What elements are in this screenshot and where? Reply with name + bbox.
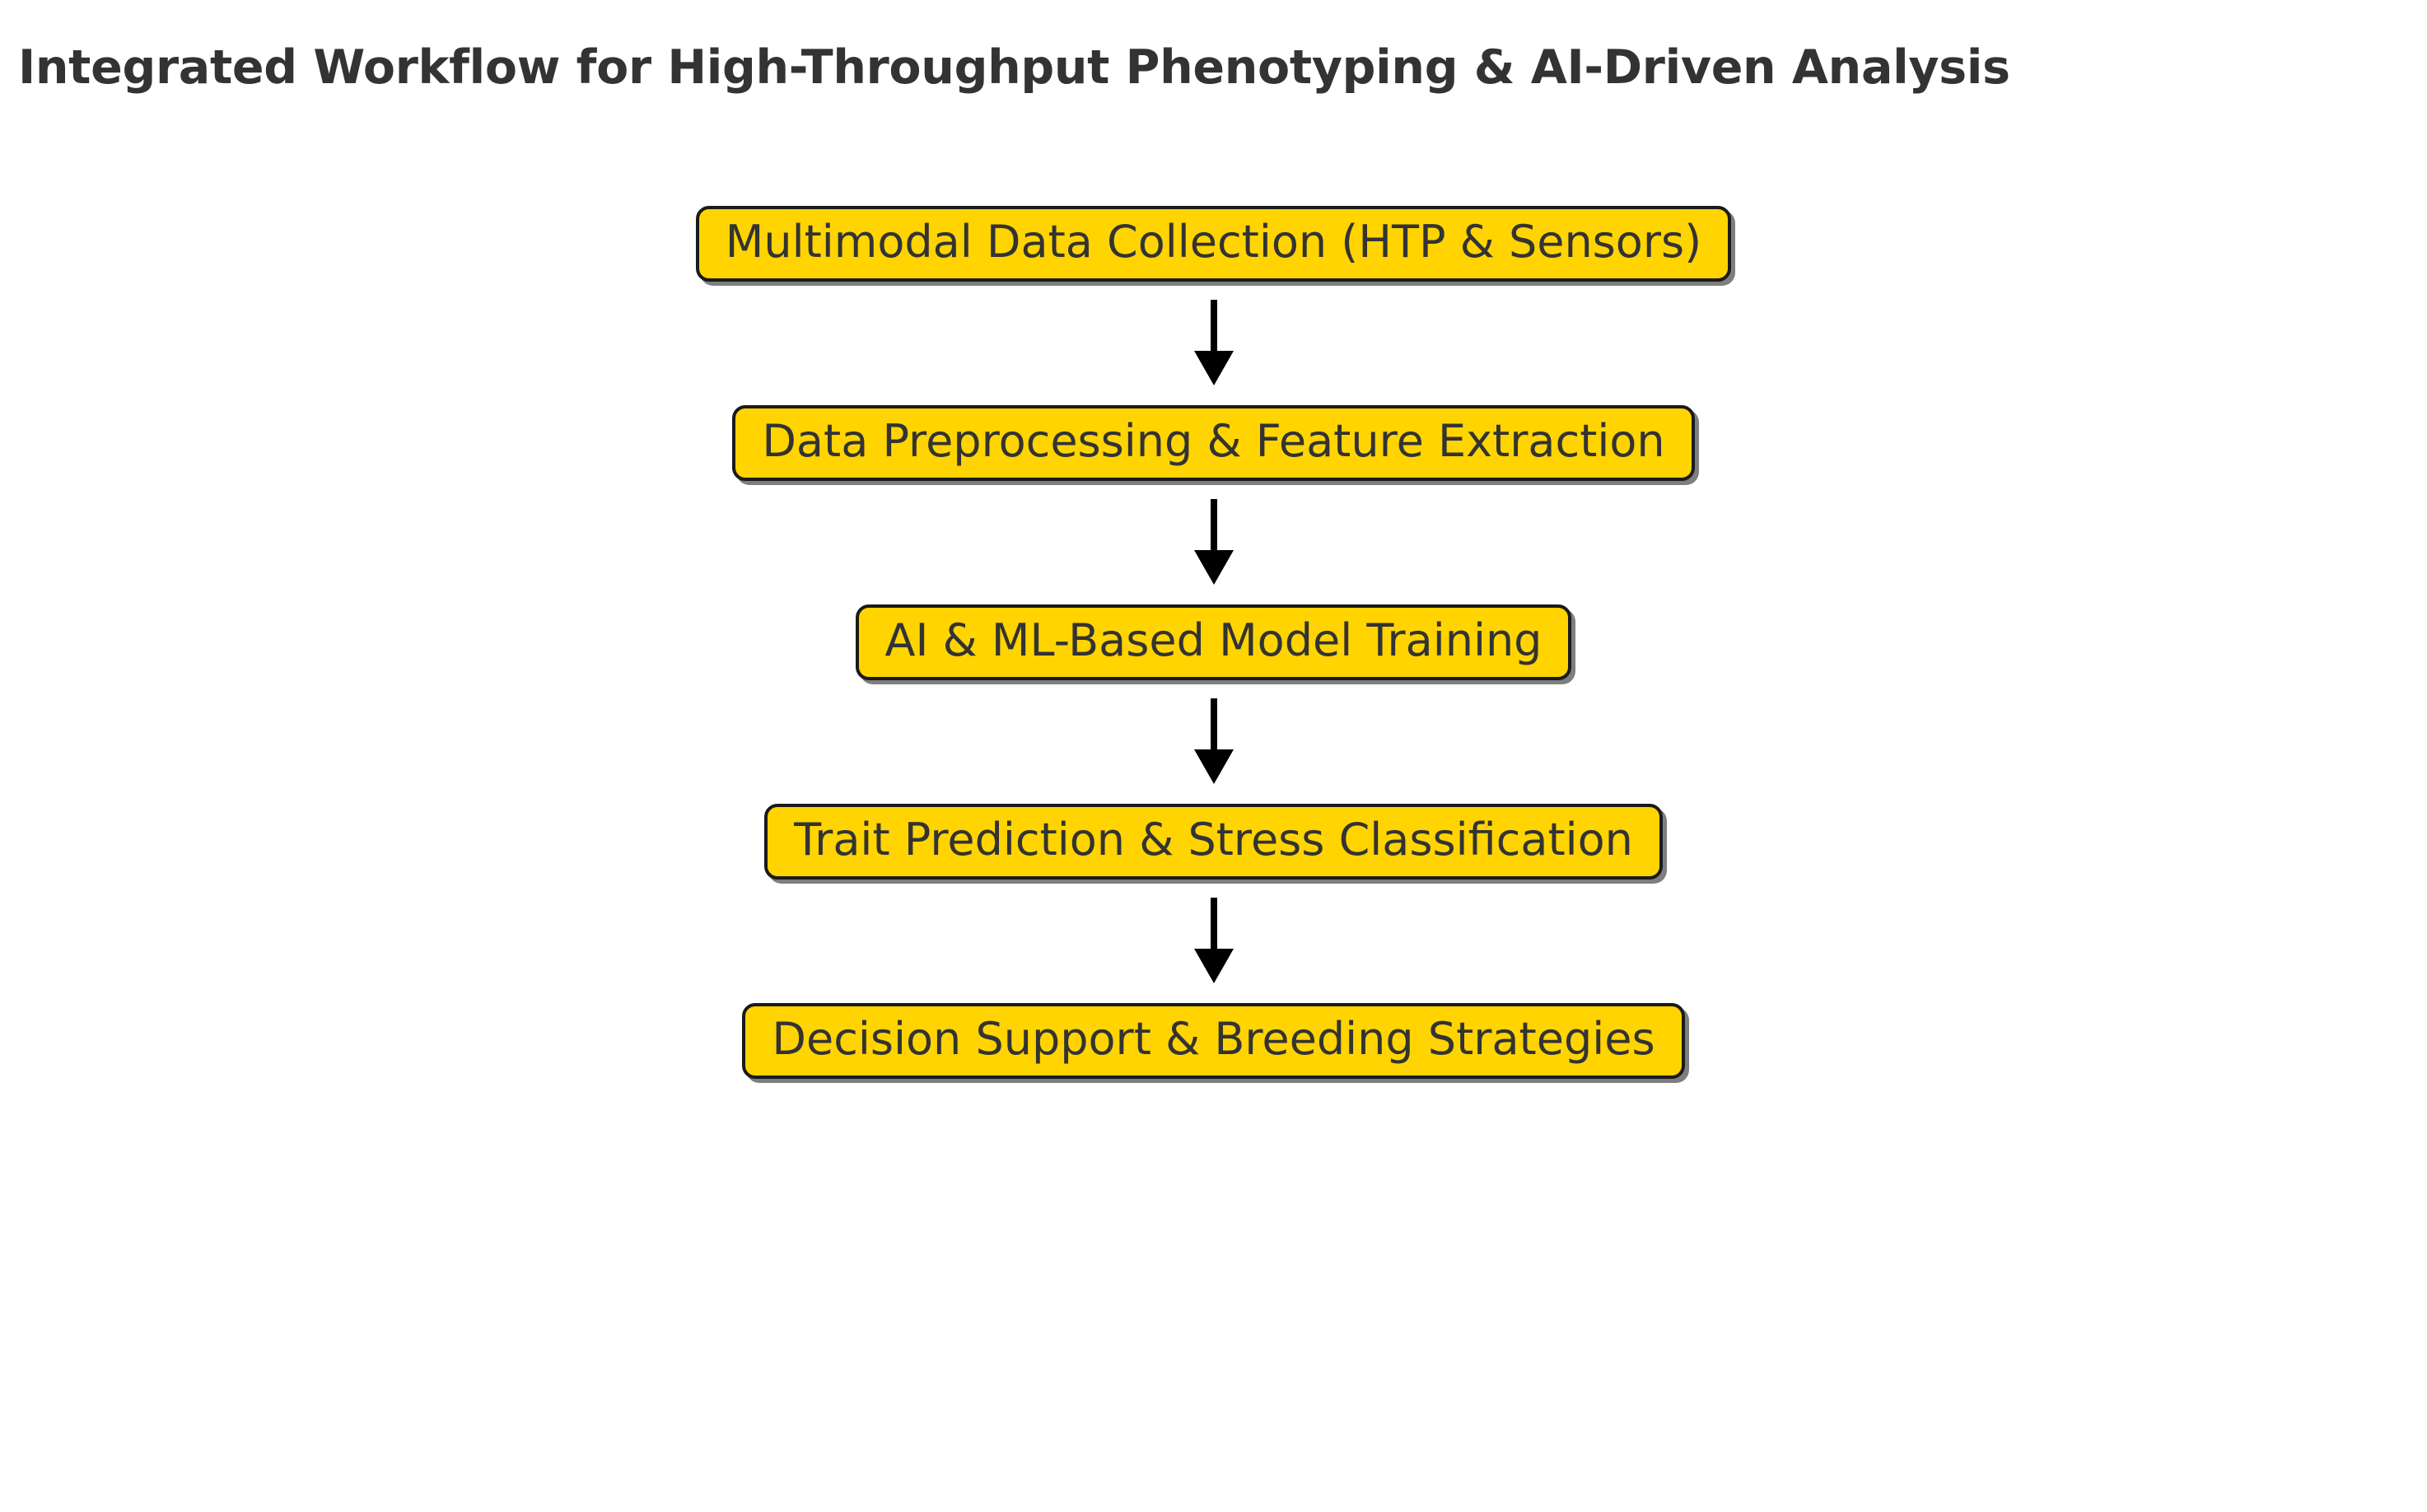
flow-step-5: Decision Support & Breeding Strategies (742, 1003, 1685, 1079)
arrow-down-icon (1193, 698, 1234, 784)
flow-node-decision-support[interactable]: Decision Support & Breeding Strategies (742, 1003, 1685, 1079)
flow-step-3: AI & ML-Based Model Training (855, 604, 1572, 680)
arrow-down-icon (1193, 898, 1234, 983)
flow-step-1: Multimodal Data Collection (HTP & Sensor… (695, 206, 1732, 282)
arrow-down-icon (1193, 300, 1234, 385)
flow-step-4: Trait Prediction & Stress Classification (764, 804, 1663, 880)
arrow-down-icon (1193, 499, 1234, 585)
page-title: Integrated Workflow for High-Throughput … (18, 40, 2010, 96)
flow-node-data-preprocessing[interactable]: Data Preprocessing & Feature Extraction (732, 405, 1695, 481)
flowchart: Multimodal Data Collection (HTP & Sensor… (0, 206, 2427, 1079)
flow-node-multimodal-data-collection[interactable]: Multimodal Data Collection (HTP & Sensor… (695, 206, 1732, 282)
flow-node-trait-prediction[interactable]: Trait Prediction & Stress Classification (764, 804, 1663, 880)
flow-step-2: Data Preprocessing & Feature Extraction (732, 405, 1695, 481)
flow-node-ai-ml-model-training[interactable]: AI & ML-Based Model Training (855, 604, 1572, 680)
